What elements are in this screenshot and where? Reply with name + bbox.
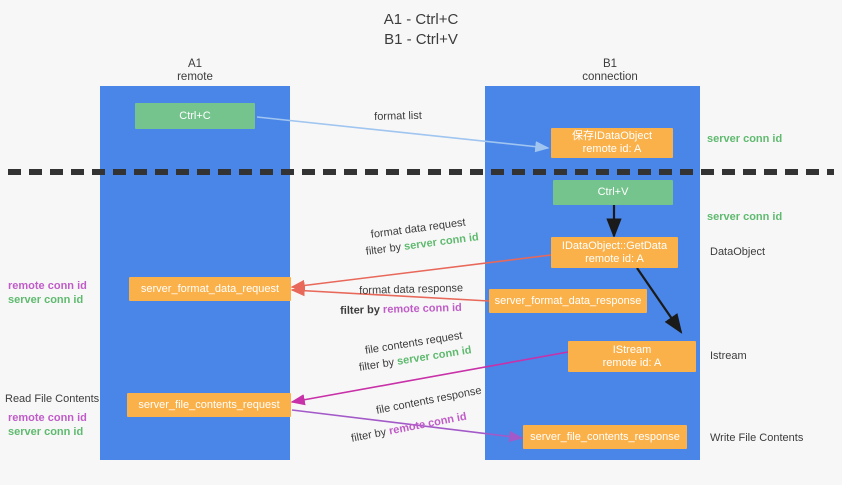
node-server-format-data-request-label: server_format_data_request [140,282,280,295]
page-title: A1 - Ctrl+C B1 - Ctrl+V [0,10,842,50]
left-label-remote-conn-id-2: remote conn id [8,412,87,424]
column-a1-sub: remote [177,71,213,83]
column-a1-name: A1 [187,58,203,70]
column-header-b1: B1 connection [530,58,690,84]
column-header-a1: A1 remote [115,58,275,84]
left-label-server-conn-id-1: server conn id [8,294,84,306]
right-label-server-conn-id-mid: server conn id [707,211,783,223]
edge-label-file-contents-response: file contents response [375,384,483,418]
node-istream[interactable]: IStream remote id: A [568,341,696,372]
node-server-file-contents-request[interactable]: server_file_contents_request [127,393,291,417]
title-line-2: B1 - Ctrl+V [384,31,458,48]
right-label-dataobject: DataObject [710,246,766,258]
filter-by-text-1: filter by [365,241,402,258]
node-save-idataobject-line1: 保存IDataObject [571,130,653,142]
remote-conn-id-text-2: remote conn id [388,410,468,438]
node-save-idataobject-line2: remote id: A [582,143,642,155]
remote-conn-id-text-1: remote conn id [382,301,462,316]
edge-label-format-data-response-filter: filter by remote conn id [340,301,462,318]
left-label-remote-conn-id-1: remote conn id [8,280,87,292]
edge-label-format-data-response: format data response [359,281,463,298]
node-istream-line1: IStream [612,343,652,356]
node-server-format-data-response[interactable]: server_format_data_response [489,289,647,313]
column-b1-name: B1 [602,58,618,70]
right-label-istream: Istream [710,350,747,362]
node-ctrl-c[interactable]: Ctrl+C [135,103,255,129]
column-b1-sub: connection [582,71,638,83]
right-label-server-conn-id-top: server conn id [707,133,783,145]
format-data-response-text: format data response [359,282,464,297]
title-line-1: A1 - Ctrl+C [383,11,459,28]
filter-by-text-3: filter by [358,356,396,374]
node-save-idataobject[interactable]: 保存IDataObject remote id: A [551,128,673,158]
right-label-write-file-contents: Write File Contents [710,432,804,444]
node-ctrl-v-label: Ctrl+V [597,186,629,198]
edge-label-file-contents-response-filter: filter by remote conn id [350,410,468,446]
node-server-file-contents-response-label: server_file_contents_response [530,430,680,443]
node-istream-line2: remote id: A [602,356,662,369]
node-server-file-contents-request-label: server_file_contents_request [138,398,280,411]
node-getdata-line1: IDataObject::GetData [561,239,668,252]
file-contents-response-text: file contents response [375,384,483,417]
filter-by-text-2: filter by [340,303,381,317]
node-ctrl-v[interactable]: Ctrl+V [553,180,673,205]
node-server-file-contents-response[interactable]: server_file_contents_response [523,425,687,449]
node-getdata-line2: remote id: A [585,252,644,265]
left-label-read-file-contents: Read File Contents [5,393,100,405]
left-label-server-conn-id-2: server conn id [8,426,84,438]
node-ctrl-c-label: Ctrl+C [179,109,211,122]
filter-by-text-4: filter by [350,426,388,445]
node-idataobject-getdata[interactable]: IDataObject::GetData remote id: A [551,237,678,268]
edge-label-format-list: format list [374,109,423,123]
node-server-format-data-response-label: server_format_data_response [494,294,642,307]
node-server-format-data-request[interactable]: server_format_data_request [129,277,291,301]
